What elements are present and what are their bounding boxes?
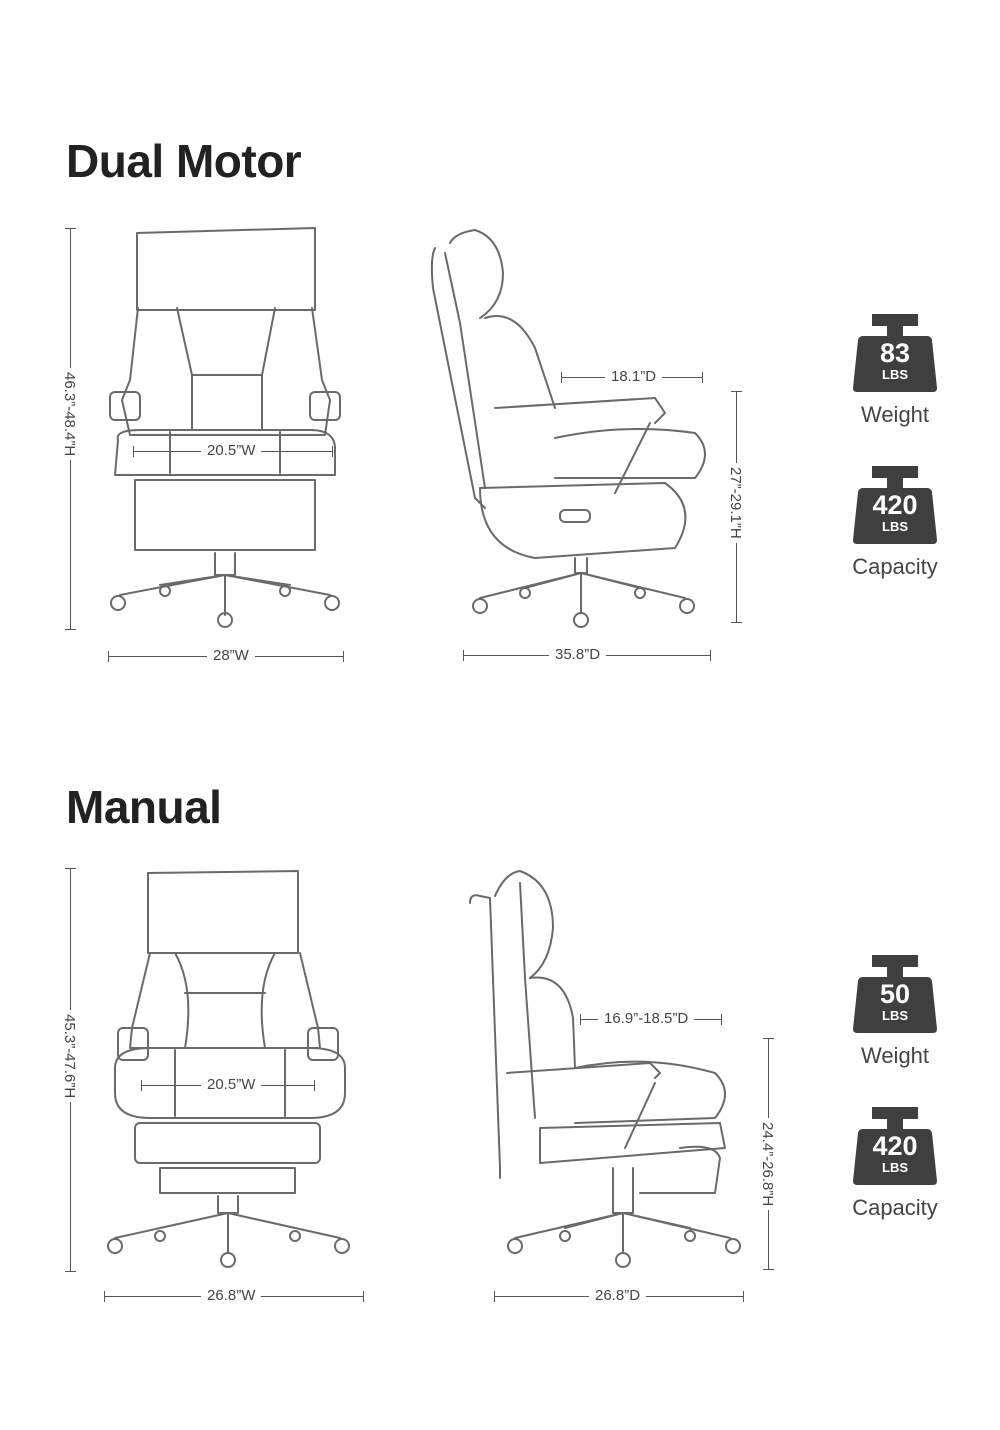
seat-depth-label: 18.1”D — [605, 368, 663, 385]
weight-badge: 50 LBS Weight — [845, 953, 945, 1069]
seat-width-label: 20.5”W — [201, 442, 262, 459]
capacity-badge: 420 LBS Capacity — [845, 464, 945, 580]
weight-icon: 50 LBS — [853, 953, 937, 1033]
section-title-dual-motor: Dual Motor — [66, 135, 302, 187]
front-width-label: 26.8”W — [201, 1287, 262, 1304]
front-height-label: 46.3”-48.4”H — [61, 368, 78, 461]
chair-side-icon — [430, 229, 706, 628]
weight-badge: 83 LBS Weight — [845, 312, 945, 428]
front-width-label: 28”W — [207, 647, 255, 664]
chair-front-icon — [107, 870, 350, 1268]
front-height-label: 45.3”-47.6”H — [61, 1010, 78, 1103]
side-depth-label: 26.8”D — [589, 1287, 647, 1304]
seat-height-label: 27”-29.1”H — [727, 463, 744, 543]
seat-height-label: 24.4”-26.8”H — [759, 1118, 776, 1211]
side-depth-label: 35.8”D — [549, 646, 607, 663]
weight-icon: 420 LBS — [853, 464, 937, 544]
seat-width-label: 20.5”W — [201, 1076, 262, 1093]
section-title-manual: Manual — [66, 781, 222, 833]
chair-side-icon — [469, 870, 741, 1268]
capacity-badge: 420 LBS Capacity — [845, 1105, 945, 1221]
weight-icon: 83 LBS — [853, 312, 937, 392]
weight-icon: 420 LBS — [853, 1105, 937, 1185]
seat-depth-label: 16.9”-18.5”D — [598, 1010, 695, 1027]
chair-front-icon — [109, 227, 341, 628]
